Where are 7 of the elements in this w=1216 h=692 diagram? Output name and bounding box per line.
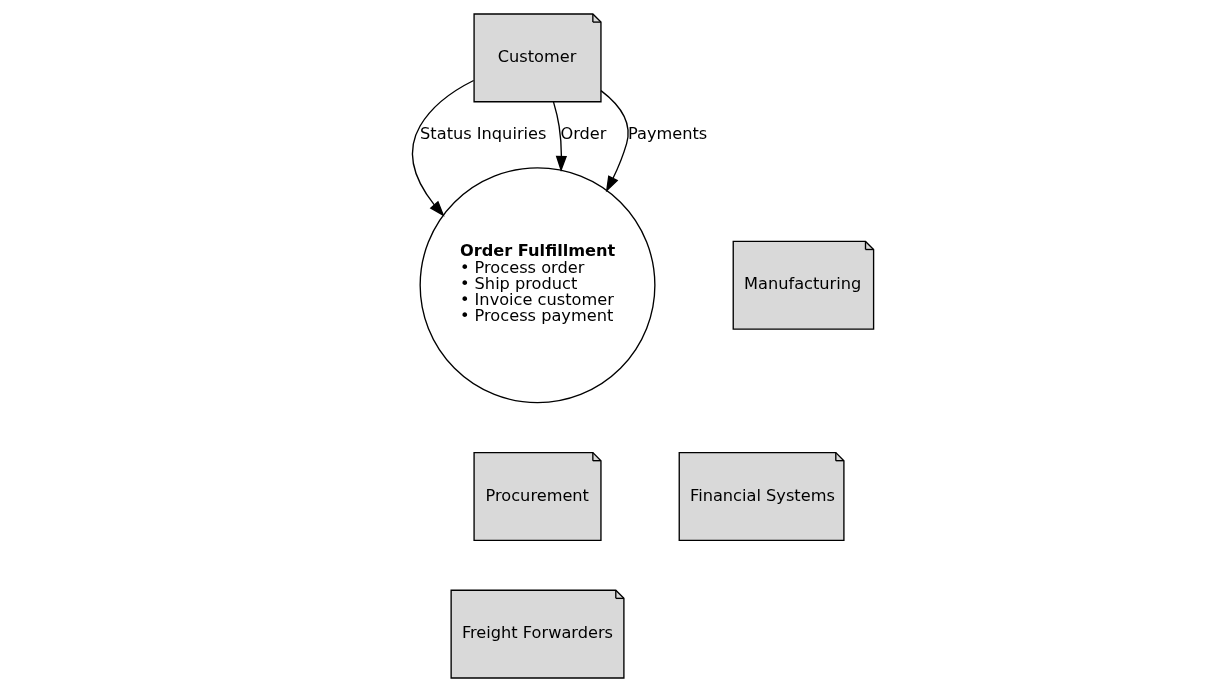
arrow [411,79,475,217]
edge-label: Status Inquiries [420,123,547,143]
edge-label: Payments [627,123,708,143]
arrow [552,101,568,173]
node-circle: Order Fulfillment • Process order • Ship product • Invoice customer • Process payment [419,167,656,404]
arrow [600,89,629,193]
edge-label: Order [560,123,607,143]
